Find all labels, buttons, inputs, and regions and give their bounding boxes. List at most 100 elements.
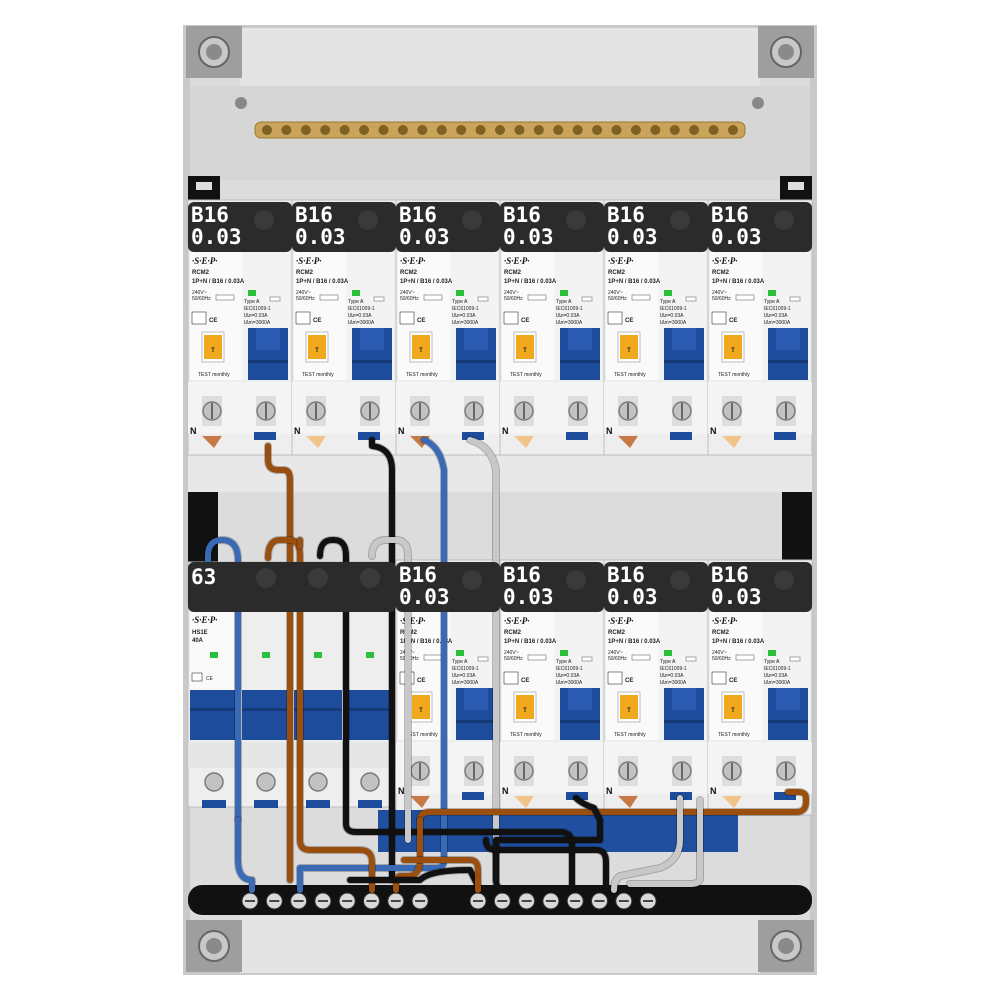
label-screw-icon [670, 210, 690, 230]
status-indicator [768, 290, 776, 296]
rcbo-model: RCM2 [608, 270, 626, 276]
main-switch-brand: ·S·E·P· [192, 615, 218, 625]
rcbo-spec: 1P+N / B16 / 0.03A [712, 639, 765, 645]
test-button[interactable] [620, 695, 638, 719]
rcbo-voltage: 240V~ [712, 650, 727, 656]
rcbo-type: Type A [244, 299, 260, 305]
wire [235, 817, 255, 893]
main-switch-handle[interactable] [346, 690, 394, 740]
wire [467, 437, 499, 883]
breaker-rating-label: B16 [607, 563, 645, 587]
busbar-screw-icon [630, 125, 641, 135]
rcbo-rating-box [319, 294, 339, 301]
kema-mark-icon [399, 311, 415, 325]
wire [317, 537, 575, 893]
mount-hole-icon [752, 97, 764, 109]
rcbo-type: Type A [660, 299, 676, 305]
rcbo-standard: IEC61009-1 [764, 306, 791, 312]
test-monthly-text: TEST monthly [614, 732, 646, 738]
rcbo-model: RCM2 [712, 630, 730, 636]
type-a-symbol-icon [581, 656, 593, 662]
din-clip-left-slot [196, 182, 212, 190]
status-indicator [352, 290, 360, 296]
test-button[interactable] [308, 335, 326, 359]
neutral-pigtail [722, 436, 742, 448]
rcbo-voltage: 240V~ [712, 290, 727, 296]
busbar-screw-icon [281, 125, 292, 135]
rcbo-rating-box [423, 294, 443, 301]
busbar-screw-icon [378, 125, 389, 135]
main-switch-handle[interactable] [242, 690, 290, 740]
breaker-rating-label: B16 [399, 203, 437, 227]
neutral-label: N [606, 426, 613, 436]
neutral-pigtail [514, 796, 534, 808]
rcbo-voltage: 240V~ [192, 290, 207, 296]
rcbo-brand: ·S·E·P· [504, 256, 530, 266]
terminal-screw-icon[interactable] [256, 772, 276, 792]
terminal-screw-icon[interactable] [204, 772, 224, 792]
busbar-screw-icon [708, 125, 719, 135]
busbar-screw-icon [339, 125, 350, 135]
terminal-screw-icon[interactable] [360, 772, 380, 792]
test-button[interactable] [516, 695, 534, 719]
status-indicator [768, 650, 776, 656]
status-indicator [560, 650, 568, 656]
test-monthly-text: TEST monthly [406, 372, 438, 378]
rcbo-type: Type A [764, 299, 780, 305]
live-terminal-clip [774, 432, 796, 440]
rcbo-handle-grip [672, 688, 696, 710]
wire [347, 867, 483, 893]
terminal-screw-icon[interactable] [308, 772, 328, 792]
rcbo-freq: 50/60Hz [712, 656, 731, 662]
rcbo-handle-line [664, 720, 704, 723]
rcbo-freq: 50/60Hz [192, 296, 211, 302]
status-indicator [456, 650, 464, 656]
test-button[interactable] [204, 335, 222, 359]
kema-mark-icon [503, 311, 519, 325]
kema-mark-icon [711, 311, 727, 325]
status-indicator [248, 290, 256, 296]
pole-indicator [262, 652, 270, 658]
test-button-label: T [627, 708, 631, 714]
type-a-symbol-icon [685, 296, 697, 302]
test-button[interactable] [516, 335, 534, 359]
test-button[interactable] [412, 335, 430, 359]
rcbo-standard: IEC61009-1 [244, 306, 271, 312]
wire [611, 795, 683, 893]
test-button[interactable] [724, 695, 742, 719]
corner-screw-hole [206, 938, 222, 954]
label-screw-icon [774, 210, 794, 230]
test-button[interactable] [620, 335, 638, 359]
neutral-label: N [606, 786, 613, 796]
busbar-screw-icon [417, 125, 428, 135]
rcbo-freq: 50/60Hz [608, 656, 627, 662]
breaker-rating-label: B16 [295, 203, 333, 227]
neutral-label: N [294, 426, 301, 436]
din-clip-right-slot [788, 182, 804, 190]
rcbo-brand: ·S·E·P· [296, 256, 322, 266]
rcbo-model: RCM2 [504, 270, 522, 276]
test-button[interactable] [412, 695, 430, 719]
busbar-screw-icon [592, 125, 603, 135]
rcbo-voltage: 240V~ [504, 650, 519, 656]
neutral-label: N [710, 786, 717, 796]
live-terminal-clip [462, 432, 484, 440]
terminal-blocks [188, 885, 812, 915]
main-switch-handle-line [346, 708, 394, 711]
label-screw-icon [254, 210, 274, 230]
rcbo-idn: IΔn=0.03A [348, 313, 372, 319]
test-monthly-text: TEST monthly [614, 372, 646, 378]
breaker-sensitivity-label: 0.03 [607, 225, 658, 249]
test-button[interactable] [724, 335, 742, 359]
rcbo-handle-line [664, 360, 704, 363]
test-button-label: T [523, 708, 527, 714]
test-button-label: T [419, 348, 423, 354]
ce-mark: CE [313, 318, 321, 324]
rcbo-rating-box [631, 654, 651, 661]
breaker-sensitivity-label: 0.03 [399, 585, 450, 609]
test-monthly-text: TEST monthly [510, 372, 542, 378]
breaker-sensitivity-label: 0.03 [295, 225, 346, 249]
rcbo-standard: IEC61009-1 [764, 666, 791, 672]
breaker-rating-label: B16 [191, 203, 229, 227]
main-switch-handle[interactable] [190, 690, 238, 740]
